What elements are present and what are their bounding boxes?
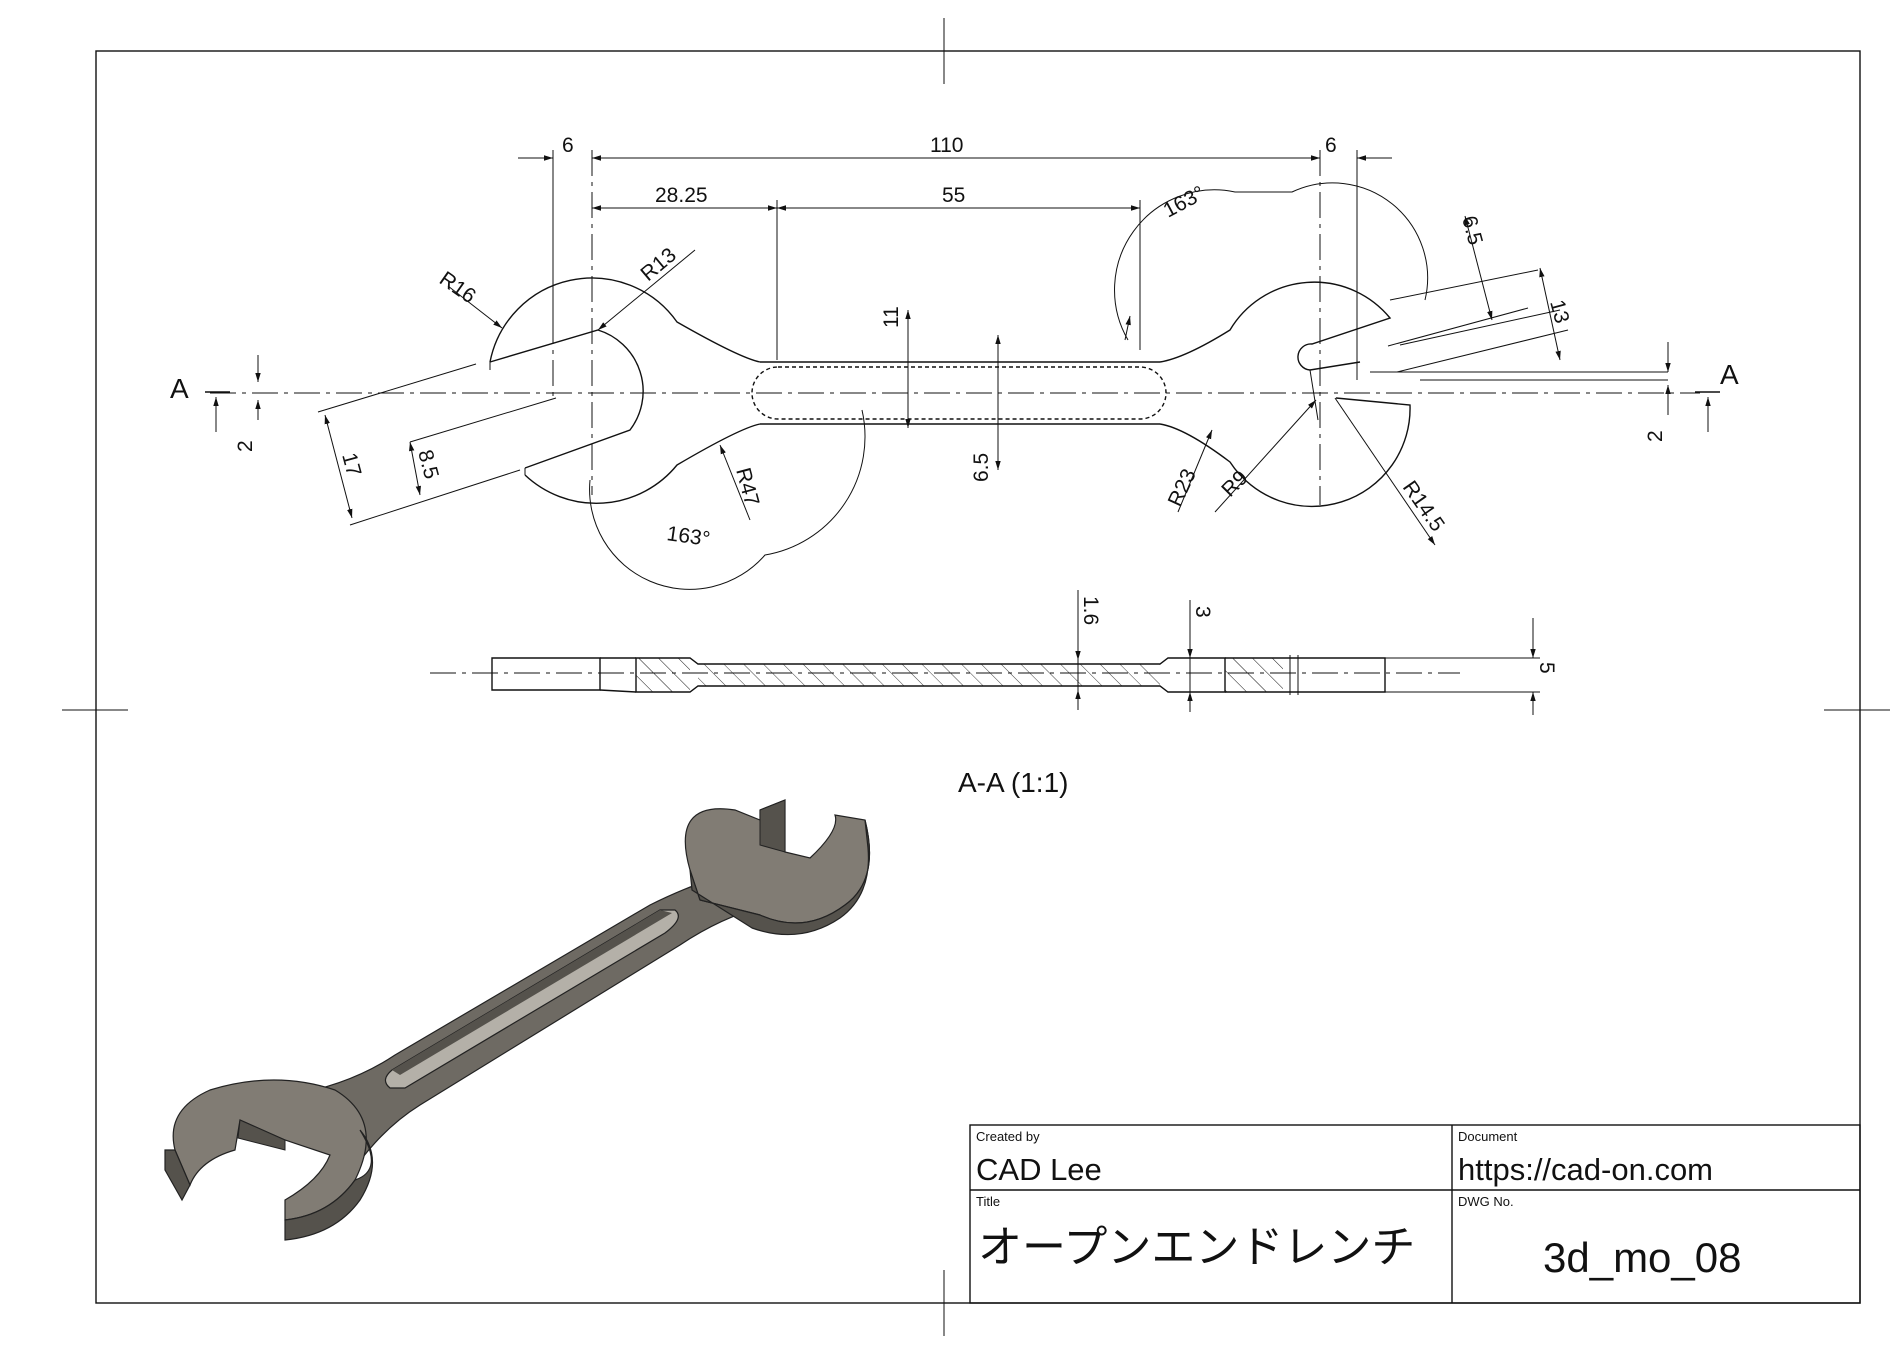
dim-28-25: 28.25 [655, 184, 708, 207]
dim-17: 17 [337, 450, 365, 479]
dim-3: 3 [1191, 606, 1214, 618]
dim-13: 13 [1545, 297, 1573, 326]
section-view [430, 590, 1540, 715]
dim-top-left-6: 6 [562, 134, 574, 157]
dim-top-right-6: 6 [1325, 134, 1337, 157]
dim-r13: R13 [636, 243, 680, 285]
dim-r23: R23 [1164, 465, 1201, 510]
dim-r9: R9 [1217, 466, 1252, 501]
dim-angle-top: 163° [1160, 182, 1209, 223]
dwg-no-label: DWG No. [1458, 1194, 1514, 1209]
dim-r14-5: R14.5 [1398, 477, 1449, 536]
title-value: オープンエンドレンチ [978, 1223, 1415, 1272]
title-block: Created by CAD Lee Document https://cad-… [969, 1124, 1861, 1304]
dim-angle-bottom: 163° [665, 522, 711, 551]
wrench-slot [384, 909, 679, 1089]
dim-6-5-right: 6.5 [1457, 213, 1487, 247]
dim-110: 110 [930, 134, 963, 157]
dim-2-right: 2 [1644, 430, 1667, 442]
dim-8-5: 8.5 [413, 447, 443, 481]
section-marker-right: A [1720, 359, 1739, 390]
section-dimension-labels: 1.6 3 5 A-A (1:1) [958, 596, 1558, 798]
dimension-labels: 6 110 6 28.25 55 163° 163° R16 R13 11 2 … [170, 134, 1739, 551]
document-value: https://cad-on.com [1458, 1152, 1713, 1187]
section-marker-left: A [170, 373, 189, 404]
created-by-value: CAD Lee [976, 1152, 1102, 1187]
created-by-label: Created by [976, 1129, 1040, 1144]
dim-r16: R16 [435, 267, 480, 308]
dwg-no-value: 3d_mo_08 [1543, 1234, 1742, 1281]
dim-6-5-mid: 6.5 [970, 453, 993, 482]
top-view [205, 150, 1720, 590]
dim-55: 55 [942, 184, 965, 207]
dim-2-left: 2 [234, 440, 257, 452]
dim-1-6: 1.6 [1079, 596, 1102, 625]
title-label: Title [976, 1194, 1000, 1209]
section-label: A-A (1:1) [958, 767, 1068, 798]
dim-11: 11 [880, 306, 903, 328]
dim-5: 5 [1535, 662, 1558, 674]
dim-r47: R47 [731, 465, 763, 508]
document-label: Document [1458, 1129, 1518, 1144]
isometric-wrench [164, 799, 871, 1241]
